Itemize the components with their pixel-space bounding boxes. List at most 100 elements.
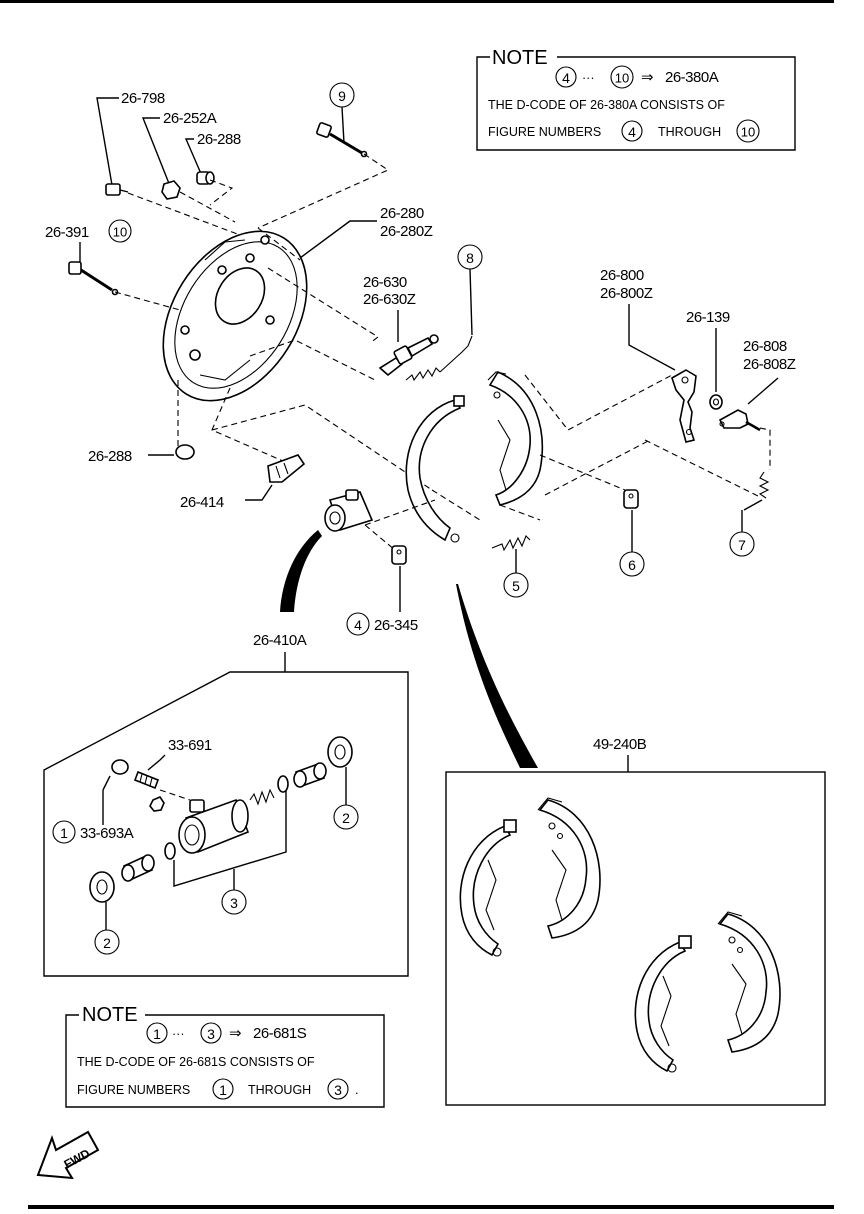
piston-left [121, 854, 155, 882]
callout-9: 9 [338, 88, 346, 104]
label-26-252A: 26-252A [163, 110, 217, 127]
clip-26-139 [709, 394, 723, 410]
note-bottom-line3-end: . [355, 1083, 358, 1097]
brake-shoe-set: 49-240B [445, 736, 826, 1106]
label-26-410A: 26-410A [253, 632, 307, 649]
note-top-code: 26-380A [665, 69, 719, 86]
label-26-414: 26-414 [180, 494, 224, 511]
callout-8: 8 [466, 250, 474, 266]
label-26-630Z: 26-630Z [363, 291, 416, 308]
brake-shoe-left [405, 395, 465, 543]
cylinder-spring [249, 788, 275, 806]
brake-shoe-right [487, 370, 544, 506]
shoe-set-lower-left [634, 935, 692, 1073]
note-top-line3-a: FIGURE NUMBERS [488, 125, 601, 139]
brake-shoe-assembly: 26-800 26-800Z 26-139 26-808 26-808Z [280, 267, 796, 768]
note-bottom-range-from: 1 [153, 1026, 161, 1042]
strut-26-808 [718, 409, 761, 432]
note-top-range-dots: ··· [582, 71, 595, 85]
shoe-set-upper-right [537, 797, 601, 939]
note-top-line3-from: 4 [628, 124, 636, 140]
label-26-280Z: 26-280Z [380, 223, 433, 240]
note-bottom-title: NOTE [82, 1004, 138, 1026]
boot-right [327, 736, 353, 768]
piston-cup-right [277, 775, 289, 793]
callout-2-b: 2 [103, 935, 111, 951]
note-bottom-code: 26-681S [253, 1025, 307, 1042]
note-bottom-line3-b: THROUGH [248, 1083, 311, 1097]
note-bottom-line3-to: 3 [334, 1082, 342, 1098]
note-bottom-line2: THE D-CODE OF 26-681S CONSISTS OF [77, 1055, 315, 1069]
shoe-set-lower-right [717, 911, 781, 1053]
label-33-691: 33-691 [168, 737, 212, 754]
pointer-shoe-set [456, 584, 538, 768]
cap-33-693A [111, 759, 129, 775]
note-top-range-from: 4 [562, 70, 570, 86]
cylinder-body [178, 798, 250, 854]
note-top-line3-b: THROUGH [658, 125, 721, 139]
label-26-391: 26-391 [45, 224, 89, 241]
callout-3: 3 [230, 895, 238, 911]
label-26-288-top: 26-288 [197, 131, 241, 148]
label-26-280: 26-280 [380, 205, 424, 222]
note-top: NOTE 4 ··· 10 ⇒ 26-380A THE D-CODE OF 26… [476, 47, 796, 151]
fwd-arrow-icon: FWD [36, 1130, 100, 1180]
note-bottom-range-to: 3 [207, 1026, 215, 1042]
backing-plate-group: 26-798 26-252A 26-288 9 26-391 10 [45, 82, 483, 511]
callout-5: 5 [512, 578, 520, 594]
top-rule [0, 0, 834, 3]
callout-1: 1 [60, 825, 68, 841]
callout-6: 6 [628, 557, 636, 573]
backing-plate-26-280 [162, 230, 308, 402]
callout-4: 4 [354, 617, 362, 633]
label-26-800: 26-800 [600, 267, 644, 284]
label-26-139: 26-139 [686, 309, 730, 326]
note-top-range-to: 10 [615, 71, 629, 86]
note-bottom-range-dots: ··· [172, 1027, 185, 1041]
callout-2-a: 2 [342, 810, 350, 826]
piston-right [293, 762, 327, 788]
nut-26-252A [161, 180, 181, 200]
spring-7 [743, 471, 770, 511]
lever-26-414 [267, 454, 306, 483]
bolt-9 [316, 122, 368, 158]
note-bottom-line3-a: FIGURE NUMBERS [77, 1083, 190, 1097]
spring-8 [405, 335, 473, 382]
clip-6 [623, 489, 639, 509]
note-bottom-line3-from: 1 [219, 1082, 227, 1098]
note-bottom-arrow: ⇒ [229, 1025, 241, 1042]
label-26-345: 26-345 [374, 617, 418, 634]
label-26-630: 26-630 [363, 274, 407, 291]
shoe-set-upper-left [459, 819, 517, 957]
bolt-26-798 [105, 183, 129, 196]
label-26-798: 26-798 [121, 90, 165, 107]
note-bottom: NOTE 1 ··· 3 ⇒ 26-681S THE D-CODE OF 26-… [65, 1004, 385, 1108]
wheel-cylinder-small [324, 489, 374, 532]
label-26-808Z: 26-808Z [743, 356, 796, 373]
pointer-wheel-cylinder [280, 530, 322, 612]
note-top-line3-to: 10 [741, 125, 755, 140]
bolt-26-391 [68, 261, 119, 296]
bottom-rule [28, 1205, 834, 1209]
bleeder-screw-33-691 [133, 770, 160, 790]
clip-26-345 [391, 545, 407, 565]
cap-26-288-bottom [175, 444, 195, 460]
adjuster-26-630 [378, 334, 439, 377]
parking-lever-26-800 [671, 369, 697, 443]
callout-7: 7 [738, 537, 746, 553]
spring-5 [491, 535, 531, 552]
note-top-arrow: ⇒ [641, 69, 653, 86]
label-49-240B: 49-240B [593, 736, 647, 753]
callout-10-a: 10 [113, 225, 127, 240]
label-26-808: 26-808 [743, 338, 787, 355]
piston-cup-left [164, 842, 176, 860]
label-26-800Z: 26-800Z [600, 285, 653, 302]
note-top-line2: THE D-CODE OF 26-380A CONSISTS OF [488, 98, 725, 112]
small-nut [149, 796, 165, 812]
cap-26-288-top [196, 171, 215, 185]
boot-left [89, 871, 115, 903]
label-33-693A: 33-693A [80, 825, 134, 842]
note-top-title: NOTE [492, 47, 548, 69]
label-26-288-bottom: 26-288 [88, 448, 132, 465]
